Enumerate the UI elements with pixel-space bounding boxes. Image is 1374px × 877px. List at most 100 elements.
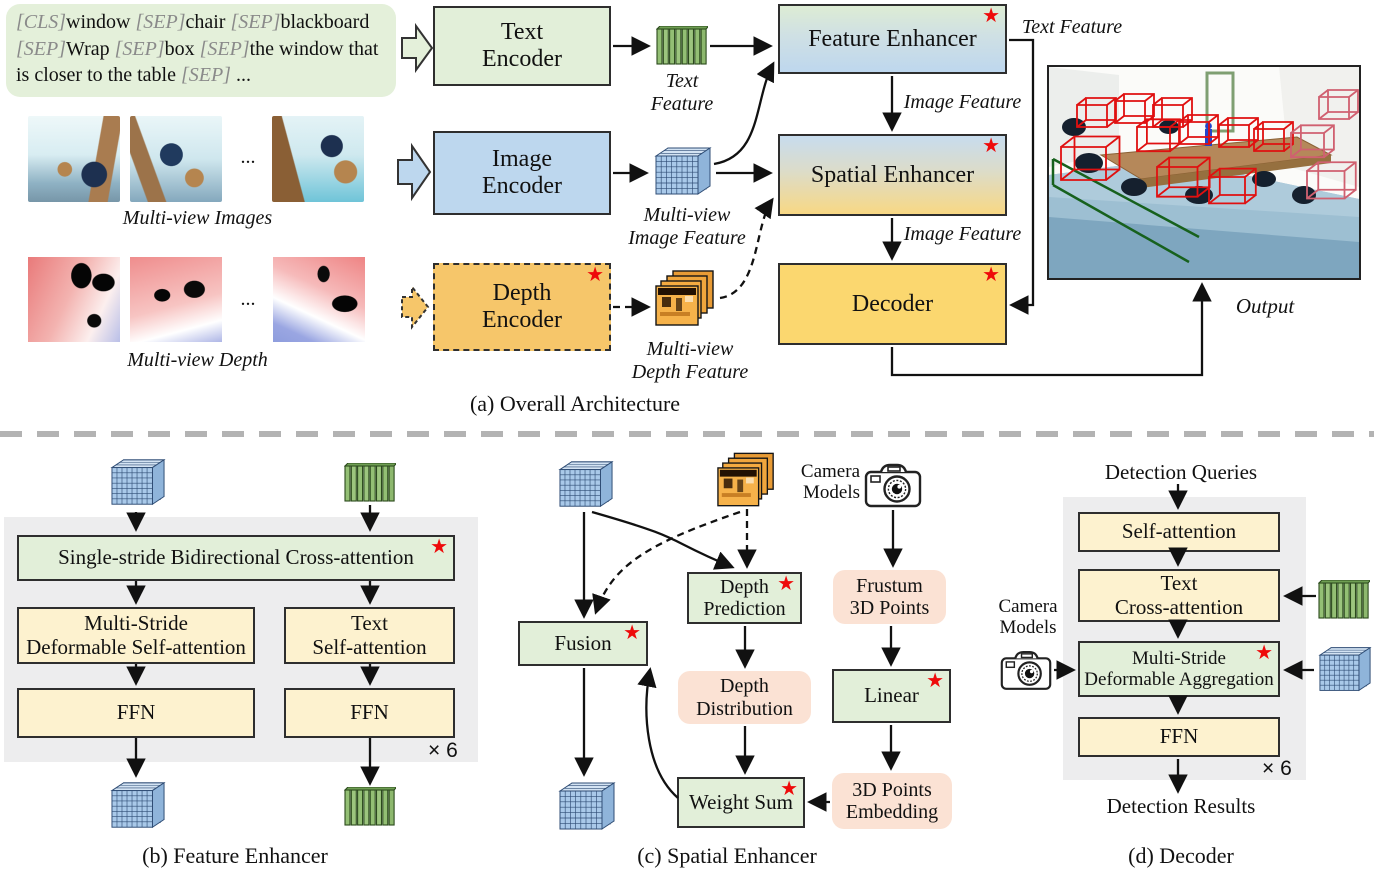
times-6-label-d: × 6 xyxy=(1262,757,1292,780)
image-encoder-label: Image Encoder xyxy=(482,146,562,199)
ffn-right-label: FFN xyxy=(350,700,389,725)
ms-dsa-label: Multi-Stride Deformable Self-attention xyxy=(26,610,246,659)
spatial-enhancer-label: Spatial Enhancer xyxy=(810,161,975,188)
camera-models-label-c: Camera Models xyxy=(800,461,860,503)
depth-prediction-block: Depth Prediction ★ xyxy=(687,572,802,624)
3d-points-embedding-block: 3D Points Embedding xyxy=(832,773,952,829)
image-feature-cube-icon xyxy=(108,456,168,510)
text-feature-label: Text Feature xyxy=(650,70,714,115)
decoder-label: Decoder xyxy=(851,290,934,317)
multi-view-depth-feature-label: Multi-view Depth Feature xyxy=(631,338,749,383)
star-icon: ★ xyxy=(586,264,604,286)
text-sa-label: Text Self-attention xyxy=(312,610,427,659)
linear-block: Linear ★ xyxy=(832,669,951,723)
self-attention-block: Self-attention xyxy=(1078,512,1280,552)
depth-ellipsis: ... xyxy=(240,288,256,310)
ffn-block-d: FFN xyxy=(1078,717,1280,757)
image-feature-cube-icon xyxy=(1316,644,1374,696)
output-scene-image xyxy=(1047,65,1361,280)
fusion-block: Fusion ★ xyxy=(518,621,648,666)
ms-deformable-self-attention-block: Multi-Stride Deformable Self-attention xyxy=(17,607,255,664)
times-6-label-b: × 6 xyxy=(428,739,458,762)
depth-feature-icon xyxy=(716,452,778,509)
feature-enhancer-box: Feature Enhancer ★ xyxy=(778,4,1007,74)
multi-view-image-1 xyxy=(28,116,120,202)
image-feature-label-bottom: Image Feature xyxy=(903,223,1022,245)
image-feature-cube-icon xyxy=(108,779,168,833)
caption-c: (c) Spatial Enhancer xyxy=(637,843,817,868)
ffn-right-block: FFN xyxy=(284,688,455,738)
depth-distribution-block: Depth Distribution xyxy=(678,671,811,724)
depth-encoder-label: Depth Encoder xyxy=(482,280,562,333)
output-label: Output xyxy=(1235,294,1295,318)
camera-icon xyxy=(1000,648,1052,692)
points-embedding-label: 3D Points Embedding xyxy=(845,778,939,823)
multi-view-image-feature-label: Multi-view Image Feature xyxy=(628,204,746,249)
text-cross-attention-block: Text Cross-attention xyxy=(1078,569,1280,622)
star-icon: ★ xyxy=(982,264,1000,286)
prompt-text: [CLS]window [SEP]chair [SEP]blackboard [… xyxy=(16,11,379,87)
section-divider xyxy=(0,431,1374,437)
text-encoder-label: Text Encoder xyxy=(482,19,562,72)
image-feature-cube-icon xyxy=(556,458,616,512)
cross-attention-label: Single-stride Bidirectional Cross-attent… xyxy=(58,545,414,570)
spatial-enhancer-box: Spatial Enhancer ★ xyxy=(778,134,1007,216)
text-feature-icon xyxy=(344,463,396,503)
ffn-left-block: FFN xyxy=(17,688,255,738)
star-icon: ★ xyxy=(982,135,1000,157)
star-icon: ★ xyxy=(623,622,641,644)
multi-view-depth-2 xyxy=(130,257,222,342)
depth-encoder-box: Depth Encoder ★ xyxy=(433,263,611,351)
ms-da-label: Multi-Stride Deformable Aggregation xyxy=(1084,647,1274,690)
camera-icon xyxy=(864,460,922,510)
image-feature-cube-icon xyxy=(556,779,618,835)
star-icon: ★ xyxy=(926,670,944,692)
text-feature-icon xyxy=(1318,580,1370,620)
caption-a: (a) Overall Architecture xyxy=(469,391,681,416)
multi-view-depth-3 xyxy=(273,257,365,342)
output-scene xyxy=(1049,67,1359,278)
multi-view-image-3 xyxy=(272,116,364,202)
ffn-label-d: FFN xyxy=(1159,724,1199,749)
cross-attention-block: Single-stride Bidirectional Cross-attent… xyxy=(17,535,455,581)
detection-queries-label: Detection Queries xyxy=(1104,460,1258,484)
camera-models-label-d: Camera Models xyxy=(998,596,1058,638)
text-feature-right-label: Text Feature xyxy=(1021,16,1123,38)
multi-view-depth-1 xyxy=(28,257,120,342)
depth-distribution-label: Depth Distribution xyxy=(696,675,793,720)
multi-view-images-label: Multi-view Images xyxy=(122,207,273,229)
frustum-3d-points-block: Frustum 3D Points xyxy=(833,570,946,624)
caption-b: (b) Feature Enhancer xyxy=(142,843,328,868)
feature-enhancer-label: Feature Enhancer xyxy=(808,25,977,52)
text-feature-icon xyxy=(656,26,708,66)
text-self-attention-block: Text Self-attention xyxy=(284,607,455,664)
text-encoder-box: Text Encoder xyxy=(433,6,611,86)
weight-sum-block: Weight Sum ★ xyxy=(677,777,805,828)
star-icon: ★ xyxy=(430,536,448,558)
star-icon: ★ xyxy=(982,5,1000,27)
depth-prediction-label: Depth Prediction xyxy=(703,575,786,620)
ffn-left-label: FFN xyxy=(116,700,156,725)
star-icon: ★ xyxy=(777,573,795,595)
weight-sum-label: Weight Sum xyxy=(689,789,793,814)
detection-results-label: Detection Results xyxy=(1106,794,1256,818)
frustum-label: Frustum 3D Points xyxy=(849,574,930,619)
text-feature-icon xyxy=(344,787,396,827)
self-attention-label: Self-attention xyxy=(1121,519,1237,544)
decoder-box: Decoder ★ xyxy=(778,263,1007,345)
fusion-label: Fusion xyxy=(554,630,612,655)
text-prompt-box: [CLS]window [SEP]chair [SEP]blackboard [… xyxy=(6,4,396,97)
caption-d: (d) Decoder xyxy=(1128,843,1234,868)
linear-label: Linear xyxy=(864,683,919,708)
image-encoder-box: Image Encoder xyxy=(433,131,611,215)
image-feature-cube-icon xyxy=(652,144,714,200)
images-ellipsis: ... xyxy=(240,146,256,168)
text-cross-attention-label: Text Cross-attention xyxy=(1114,570,1244,619)
image-feature-label-top: Image Feature xyxy=(903,91,1022,113)
star-icon: ★ xyxy=(780,778,798,800)
multi-view-depth-label: Multi-view Depth xyxy=(127,349,268,371)
multi-view-image-2 xyxy=(130,116,222,202)
star-icon: ★ xyxy=(1255,642,1273,664)
depth-feature-icon xyxy=(654,270,718,328)
